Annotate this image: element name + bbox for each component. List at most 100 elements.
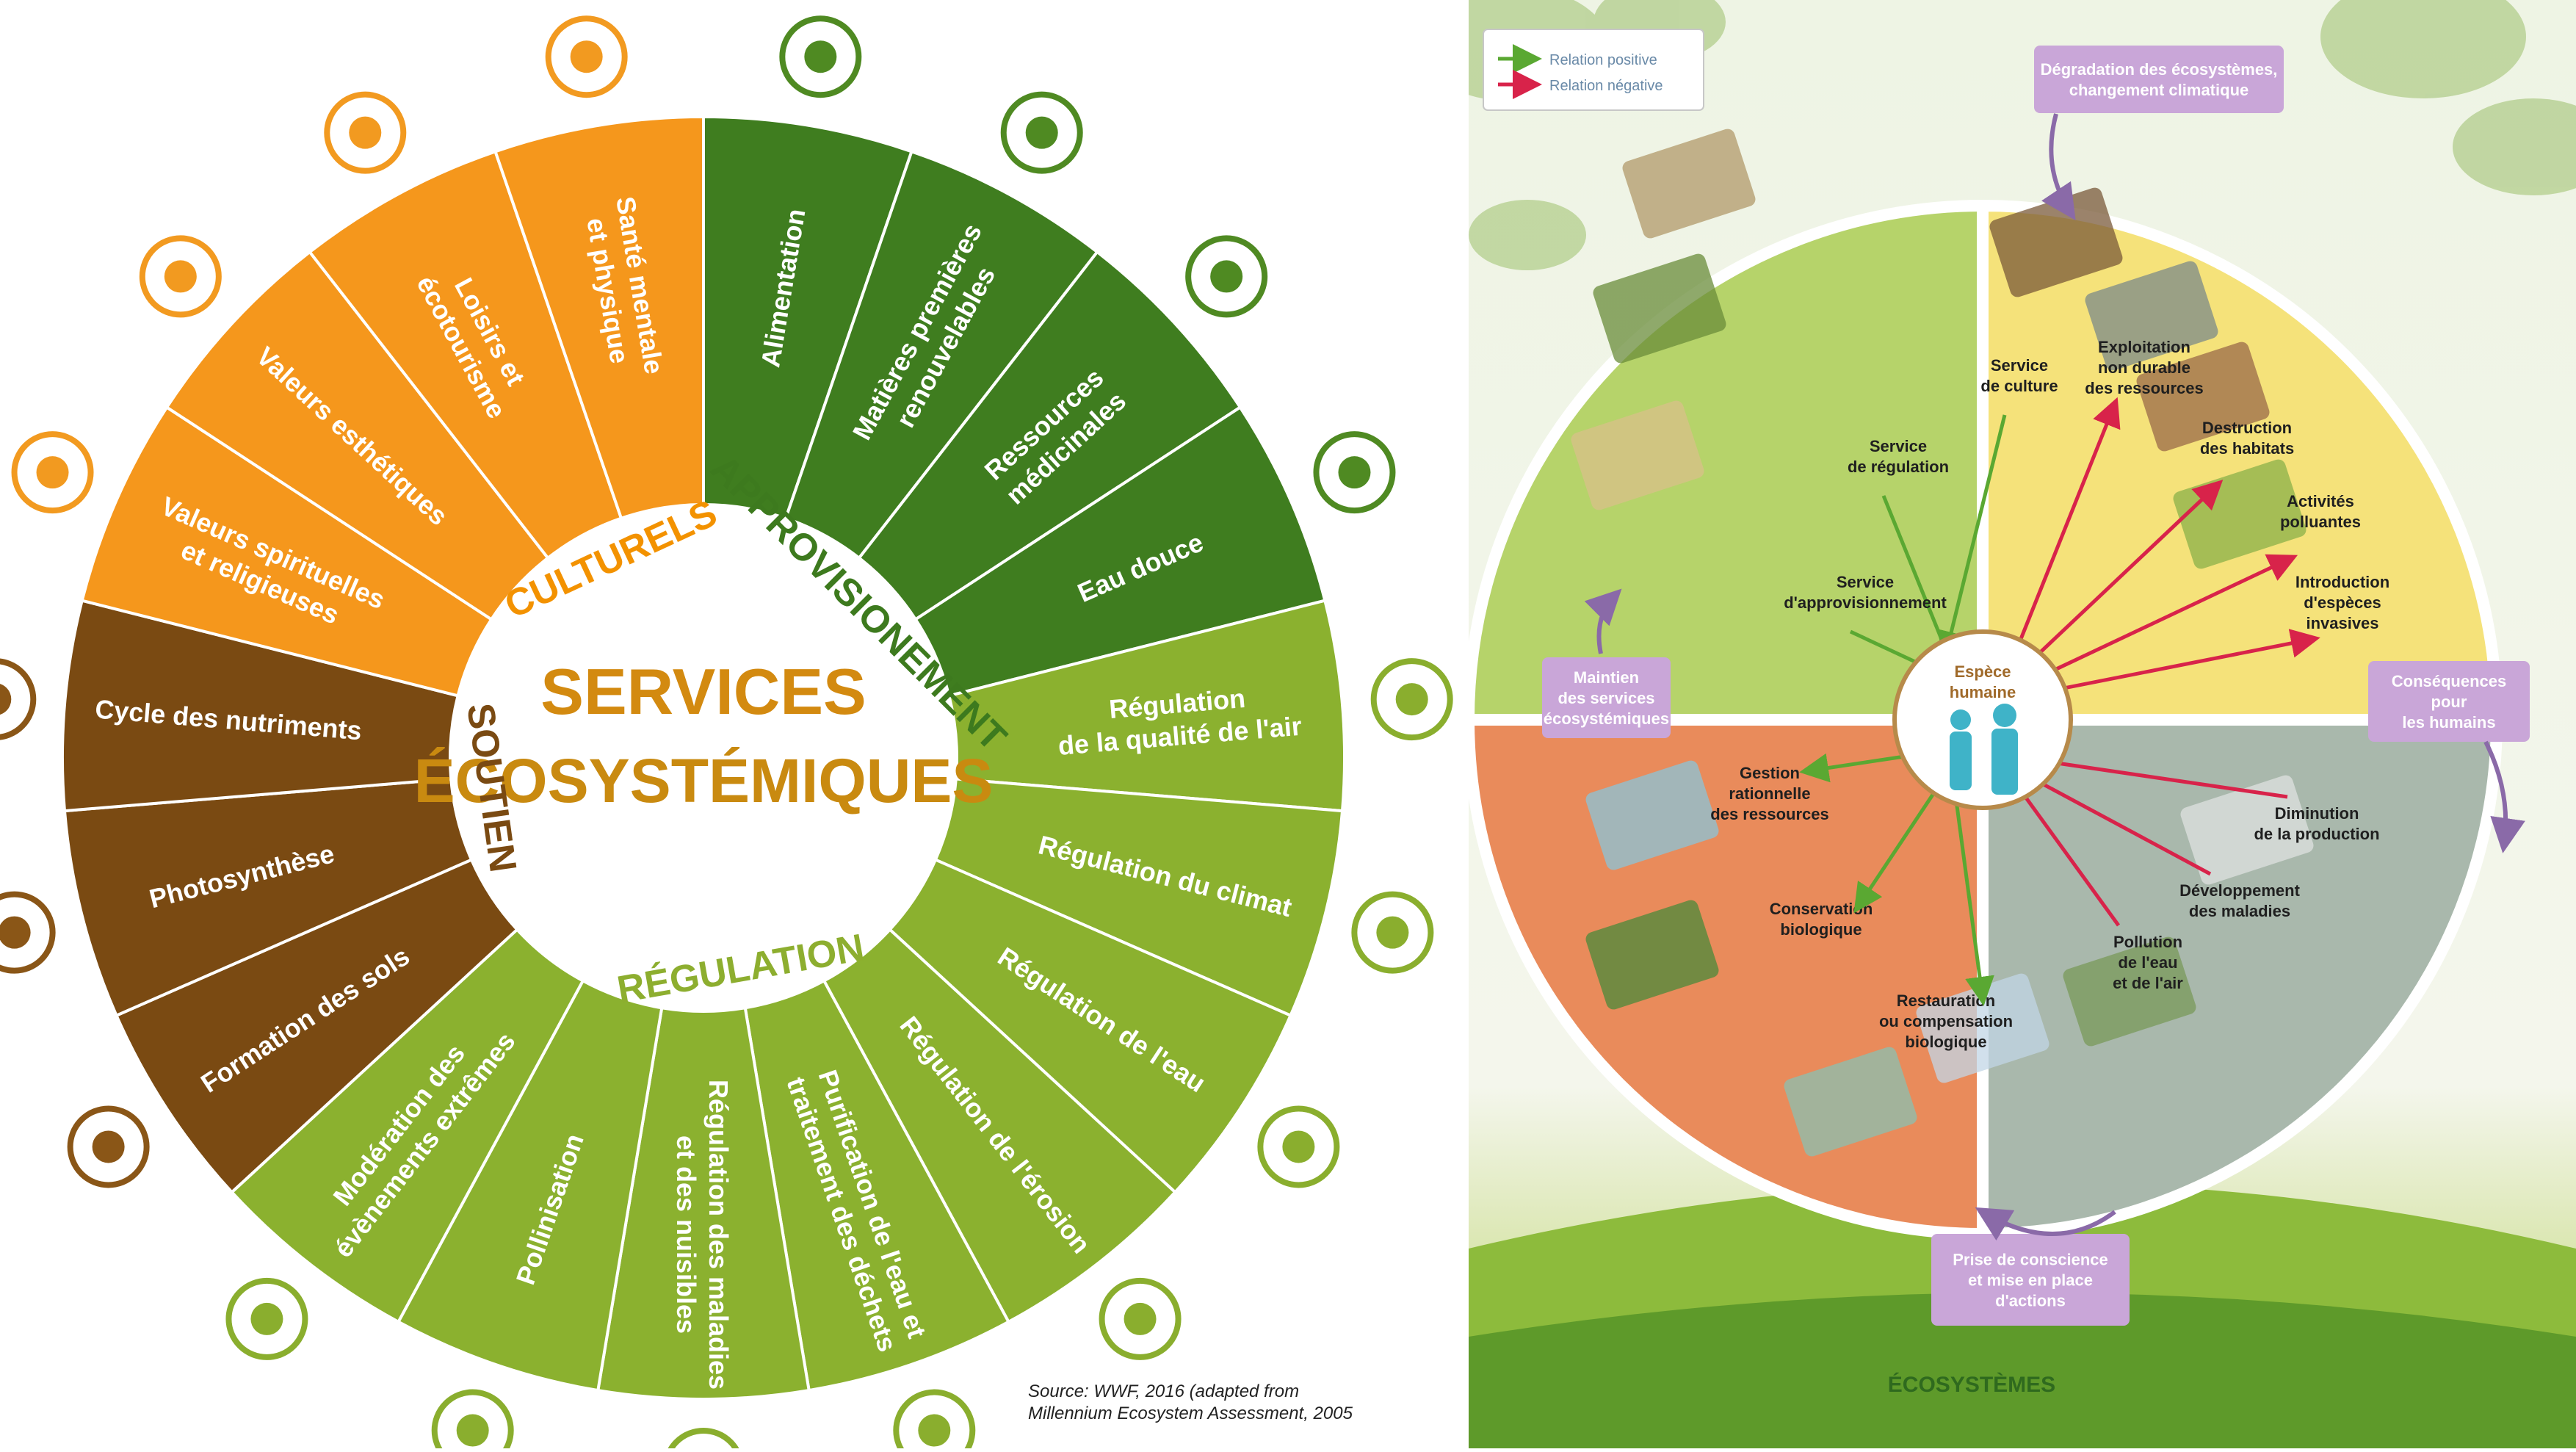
svg-text:Introduction: Introduction: [2295, 573, 2389, 591]
svg-text:biologique: biologique: [1905, 1033, 1986, 1051]
svg-text:des maladies: des maladies: [2189, 902, 2290, 920]
landscape-icon: [139, 235, 222, 318]
mental-health-icon: [545, 15, 628, 98]
storm-icon: [225, 1277, 308, 1360]
cycle-arrow: [1975, 1207, 2116, 1241]
svg-text:polluantes: polluantes: [2280, 513, 2361, 531]
quadrant-consequences: [1977, 714, 2503, 1240]
source-citation: Source: WWF, 2016 (adapted from Millenni…: [1028, 1381, 1353, 1425]
svg-text:Conservation: Conservation: [1770, 900, 1873, 918]
nutrient-cycle-icon: [0, 658, 37, 740]
segment-label-line: et des nuisibles: [671, 1135, 701, 1334]
legend-positive-label: Relation positive: [1549, 52, 1657, 68]
illustration-tile: [2063, 936, 2196, 1047]
illustration-tile: [1784, 1047, 1917, 1157]
erosion-icon: [1099, 1277, 1182, 1360]
svg-text:Service: Service: [1991, 356, 2048, 375]
svg-text:d'approvisionnement: d'approvisionnement: [1784, 593, 1947, 612]
svg-text:des habitats: des habitats: [2200, 439, 2294, 458]
illustration-tile: [1571, 400, 1704, 510]
positive-relation-arrow: [1936, 414, 2007, 661]
svg-text:humaine: humaine: [1950, 683, 2016, 701]
source-line-2: Millennium Ecosystem Assessment, 2005: [1028, 1404, 1353, 1423]
trees-icon: [1370, 658, 1453, 741]
human-figures-icon: [1950, 704, 2018, 795]
svg-text:de la production: de la production: [2254, 825, 2379, 843]
svg-text:des ressources: des ressources: [2085, 379, 2203, 397]
illustration-tile: [2180, 775, 2314, 885]
cycle-arrow: [2041, 113, 2076, 220]
svg-text:Exploitation: Exploitation: [2098, 338, 2190, 356]
svg-text:Développement: Développement: [2179, 881, 2300, 900]
svg-text:Prise de conscience: Prise de conscience: [1953, 1251, 2108, 1269]
water-purification-icon: [893, 1389, 976, 1452]
svg-text:Diminution: Diminution: [2275, 804, 2359, 823]
hamsa-hand-icon: [11, 431, 94, 514]
svg-text:Pollution: Pollution: [2113, 933, 2182, 951]
svg-text:Espèce: Espèce: [1954, 662, 2011, 681]
negative-relation-arrow: [2025, 554, 2298, 685]
source-line-1: Source: WWF, 2016 (adapted from: [1028, 1381, 1300, 1401]
box-degradation-climate-change: Dégradation des écosystèmes,changement c…: [2034, 46, 2284, 113]
degradation-label: Introduction d'espèces invasives: [2295, 573, 2389, 632]
ground-foreground: [1469, 1293, 2576, 1448]
illustration-tile: [1989, 187, 2123, 297]
illustration-tile: [1585, 760, 1719, 870]
degradation-label: Activités polluantes: [2280, 492, 2361, 531]
rice-bowl-icon: [779, 15, 862, 98]
svg-text:ou compensation: ou compensation: [1879, 1012, 2013, 1030]
illustration-tile: [2136, 342, 2270, 452]
water-cycle-icon: [1257, 1105, 1340, 1188]
illustration-tile: [1622, 129, 1756, 239]
service-label: Service de culture: [1980, 356, 2058, 395]
svg-text:de régulation: de régulation: [1848, 458, 1949, 476]
center-label: Espèce humaine: [1950, 662, 2016, 701]
pill-icon: [1185, 235, 1268, 318]
svg-text:de culture: de culture: [1980, 377, 2058, 395]
svg-text:Activités: Activités: [2287, 492, 2354, 510]
bee-icon: [431, 1389, 514, 1452]
svg-text:Conséquences: Conséquences: [2392, 672, 2507, 690]
svg-text:Dégradation des écosystèmes,: Dégradation des écosystèmes,: [2041, 60, 2278, 79]
legend-negative-label: Relation négative: [1549, 78, 1663, 94]
water-tap-icon: [1313, 431, 1396, 514]
illustration-tile: [1593, 253, 1726, 364]
svg-text:Maintien: Maintien: [1574, 668, 1639, 687]
svg-text:écosystémiques: écosystémiques: [1544, 709, 1669, 728]
consequence-label: Diminution de la production: [2254, 804, 2379, 843]
svg-text:d'espèces: d'espèces: [2304, 593, 2381, 612]
svg-text:des services: des services: [1557, 689, 1654, 707]
soil-icon: [67, 1105, 150, 1188]
bird-icon: [665, 1428, 742, 1452]
positive-relation-arrow: [1951, 778, 1994, 1006]
sun-cloud-icon: [1351, 891, 1434, 974]
consequence-label: Développement des maladies: [2179, 881, 2300, 920]
svg-text:non durable: non durable: [2098, 358, 2190, 377]
raw-materials-icon: [1000, 91, 1083, 174]
leaf-icon: [0, 891, 56, 974]
beach-umbrella-icon: [324, 91, 407, 174]
negative-relation-arrow: [2005, 764, 2212, 876]
svg-text:SERVICES: SERVICES: [540, 655, 866, 728]
svg-text:Gestion: Gestion: [1740, 764, 1800, 782]
ecosystems-label: ÉCOSYSTÈMES: [1888, 1372, 2055, 1397]
svg-text:biologique: biologique: [1780, 920, 1862, 939]
negative-relation-arrow: [2018, 480, 2224, 673]
svg-text:invasives: invasives: [2306, 614, 2378, 632]
negative-relation-arrow: [2008, 772, 2121, 927]
box-maintain-services: Maintien des services écosystémiques: [1542, 657, 1671, 738]
svg-text:Service: Service: [1837, 573, 1894, 591]
svg-text:de l'eau: de l'eau: [2118, 953, 2177, 972]
